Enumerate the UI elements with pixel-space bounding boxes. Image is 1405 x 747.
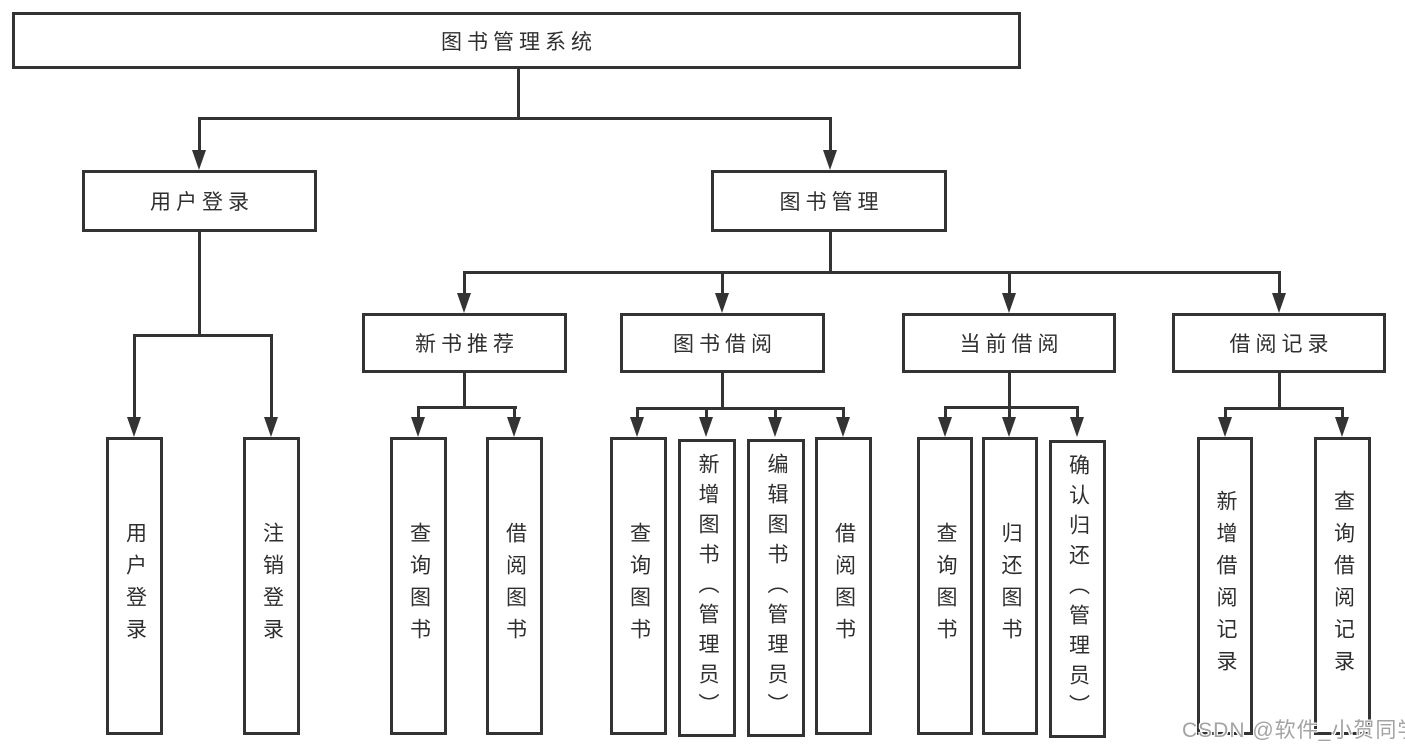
connector-stem [1076, 407, 1079, 418]
node-book-management: 图书管理 [711, 170, 947, 232]
leaf-add-books-admin: 新增图书（管理员） [678, 439, 736, 737]
leaf-confirm-return-admin: 确认归还（管理员） [1049, 440, 1106, 738]
connector-stem [270, 335, 273, 418]
arrowhead-down-icon [836, 417, 850, 437]
leaf-label: 借阅图书 [832, 522, 856, 650]
leaf-borrow-books-borrowing: 借阅图书 [815, 437, 872, 735]
node-label: 借阅记录 [1229, 333, 1334, 356]
csdn-watermark: CSDN @软件_小贺同学 [1182, 719, 1405, 742]
leaf-label: 新增图书（管理员） [696, 453, 720, 723]
leaf-label: 归还图书 [999, 522, 1023, 650]
connector-stem [463, 272, 466, 294]
connector-records-rail [1224, 407, 1344, 410]
connector-stem [1224, 408, 1227, 418]
leaf-label: 查询图书 [934, 522, 958, 650]
leaf-add-borrow-record: 新增借阅记录 [1197, 437, 1253, 735]
arrowhead-down-icon [938, 417, 952, 437]
connector-stem [944, 407, 947, 418]
arrowhead-down-icon [507, 417, 521, 437]
connector-stem [1008, 407, 1011, 418]
node-borrowing-records: 借阅记录 [1172, 313, 1386, 373]
arrowhead-down-icon [1002, 293, 1016, 313]
connector-stem [829, 117, 832, 151]
connector-stem [417, 407, 420, 418]
connector-bookmgmt-rail [463, 271, 1281, 274]
arrowhead-down-icon [630, 417, 644, 437]
node-label: 图书管理系统 [441, 30, 597, 54]
leaf-return-books: 归还图书 [982, 437, 1038, 735]
leaf-label: 新增借阅记录 [1214, 490, 1238, 682]
arrowhead-down-icon [1002, 417, 1016, 437]
arrowhead-down-icon [1070, 417, 1084, 437]
arrowhead-down-icon [715, 293, 729, 313]
arrowhead-down-icon [1272, 293, 1286, 313]
connector-stem [842, 408, 845, 418]
leaf-label: 编辑图书（管理员） [765, 453, 789, 723]
node-user-login-group: 用户登录 [82, 170, 317, 232]
connector-stem [636, 408, 639, 418]
connector-bookmgmt-trunk [829, 232, 832, 272]
connector-root-rail [198, 117, 832, 120]
node-label: 图书借阅 [673, 333, 777, 356]
node-book-borrowing: 图书借阅 [620, 313, 825, 373]
connector-current-rail [944, 406, 1079, 409]
leaf-label: 查询图书 [627, 522, 651, 650]
leaf-query-books-newbook: 查询图书 [390, 437, 447, 735]
leaf-label: 用户登录 [123, 522, 147, 650]
connector-stem [1341, 408, 1344, 418]
node-label: 新书推荐 [415, 333, 519, 356]
arrowhead-down-icon [264, 417, 278, 437]
arrowhead-down-icon [768, 417, 782, 437]
leaf-query-books-borrowing: 查询图书 [610, 437, 667, 735]
arrowhead-down-icon [1218, 417, 1232, 437]
connector-stem [1278, 272, 1281, 294]
arrowhead-down-icon [411, 417, 425, 437]
leaf-query-books-current: 查询图书 [917, 437, 973, 735]
leaf-logout: 注销登录 [243, 437, 300, 735]
connector-stem [774, 408, 777, 418]
leaf-label: 注销登录 [260, 522, 284, 650]
connector-current-trunk [1008, 373, 1011, 407]
leaf-label: 确认归还（管理员） [1066, 454, 1090, 724]
leaf-edit-books-admin: 编辑图书（管理员） [747, 439, 805, 737]
connector-stem [721, 272, 724, 294]
connector-borrowing-trunk [721, 373, 724, 408]
connector-stem [513, 407, 516, 418]
leaf-label: 借阅图书 [503, 522, 527, 650]
arrowhead-down-icon [699, 417, 713, 437]
connector-borrowing-rail [636, 407, 845, 410]
arrowhead-down-icon [127, 417, 141, 437]
arrowhead-down-icon [457, 293, 471, 313]
leaf-borrow-books-newbook: 借阅图书 [486, 437, 543, 735]
node-label: 用户登录 [150, 191, 254, 214]
connector-root-trunk [517, 69, 520, 118]
connector-stem [1008, 272, 1011, 294]
connector-records-trunk [1278, 373, 1281, 408]
arrowhead-down-icon [1335, 417, 1349, 437]
connector-stem [705, 408, 708, 418]
arrowhead-down-icon [192, 150, 206, 170]
connector-userlogin-trunk [198, 232, 201, 335]
node-label: 当前借阅 [959, 333, 1064, 356]
connector-userlogin-rail [133, 334, 273, 337]
connector-newbook-rail [417, 406, 517, 409]
arrowhead-down-icon [823, 150, 837, 170]
leaf-query-borrow-record: 查询借阅记录 [1314, 437, 1371, 735]
leaf-label: 查询图书 [407, 522, 431, 650]
leaf-label: 查询借阅记录 [1331, 490, 1355, 682]
connector-newbook-trunk [463, 373, 466, 407]
leaf-user-login: 用户登录 [106, 437, 163, 735]
node-current-borrowing: 当前借阅 [902, 313, 1116, 373]
connector-stem [198, 117, 201, 151]
node-new-book-recommend: 新书推荐 [362, 313, 567, 373]
node-label: 图书管理 [779, 191, 884, 214]
node-library-system: 图书管理系统 [12, 12, 1021, 69]
connector-stem [133, 335, 136, 418]
